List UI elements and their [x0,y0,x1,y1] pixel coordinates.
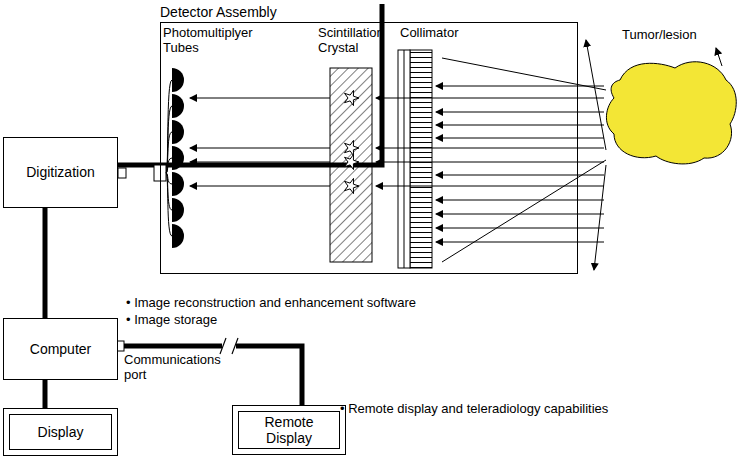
pmt-tube [172,94,184,118]
node-label: Tumor/lesion [622,28,697,43]
pmt-wire [166,80,172,173]
part-label: Scintillation Crystal [318,26,403,56]
gamma-ray [436,86,604,87]
computer-box: Computer [3,318,118,380]
gamma-ray [436,112,604,113]
display-box: Display [3,408,118,456]
line-break [220,338,226,354]
gamma-ray [436,125,604,126]
gamma-ray [436,200,604,201]
gamma-ray [716,48,722,66]
light-ray [190,148,330,149]
collimator-septa [410,50,432,268]
remote-display-box: Remote Display [232,405,346,455]
light-ray [190,162,330,163]
note-text: • Image storage [126,313,326,328]
part-label: Collimator [400,26,490,41]
light-ray [190,98,330,99]
pmt-wire [166,173,172,236]
pmt-tube [172,146,184,170]
scintillation-crystal [330,68,372,262]
node-label: Computer [22,341,99,357]
collimator-plate [404,50,405,268]
digitization-box: Digitization [3,137,118,208]
gamma-ray [594,165,606,270]
pmt-tube [172,68,184,92]
pmt-tube [172,120,184,144]
line-break [232,338,238,354]
collimator-plate [398,50,410,268]
scintillation-flash [345,140,360,155]
cable-connector-line [43,380,48,408]
tumor-lesion: Tumor/lesion [600,28,745,170]
gamma-ray [442,58,606,90]
tumor-blob [600,28,745,170]
detector-assembly: Detector Assembly [160,4,578,274]
pmt-wire [166,132,172,173]
scintillation-flash [345,178,360,193]
pmt-tube [172,224,184,248]
cable-connector [118,168,126,178]
scintillation-flash [345,154,360,169]
gamma-ray [376,148,604,149]
node-label: Detector Assembly [160,4,277,20]
note-text: • Image reconstruction and enhancement s… [126,296,506,311]
cable-connector-line [118,346,302,405]
scintillation-flash [345,90,360,105]
gamma-ray [436,228,604,229]
node-label: Display [30,424,92,440]
pmt-tube [172,198,184,222]
gamma-ray [442,160,606,262]
note-text: • Remote display and teleradiology capab… [340,402,700,417]
gamma-ray [586,40,606,150]
detector-housing [160,22,578,274]
gamma-ray [376,162,604,163]
pmt-wire [166,106,172,173]
gamma-ray [436,242,604,243]
gamma-ray [376,186,604,187]
gamma-ray [436,138,604,139]
photomultiplier-tubes [166,68,184,248]
light-ray [190,186,330,187]
part-label: Photomultiplyer Tubes [163,26,273,56]
note-text: Communications port [124,353,224,383]
gamma-ray [436,175,604,176]
node-label: Remote Display [233,414,345,446]
gamma-ray [376,98,604,99]
pmt-tube [172,172,184,196]
cable-connector-line [43,208,48,318]
node-label: Digitization [18,164,102,180]
pmt-wire [166,158,172,173]
